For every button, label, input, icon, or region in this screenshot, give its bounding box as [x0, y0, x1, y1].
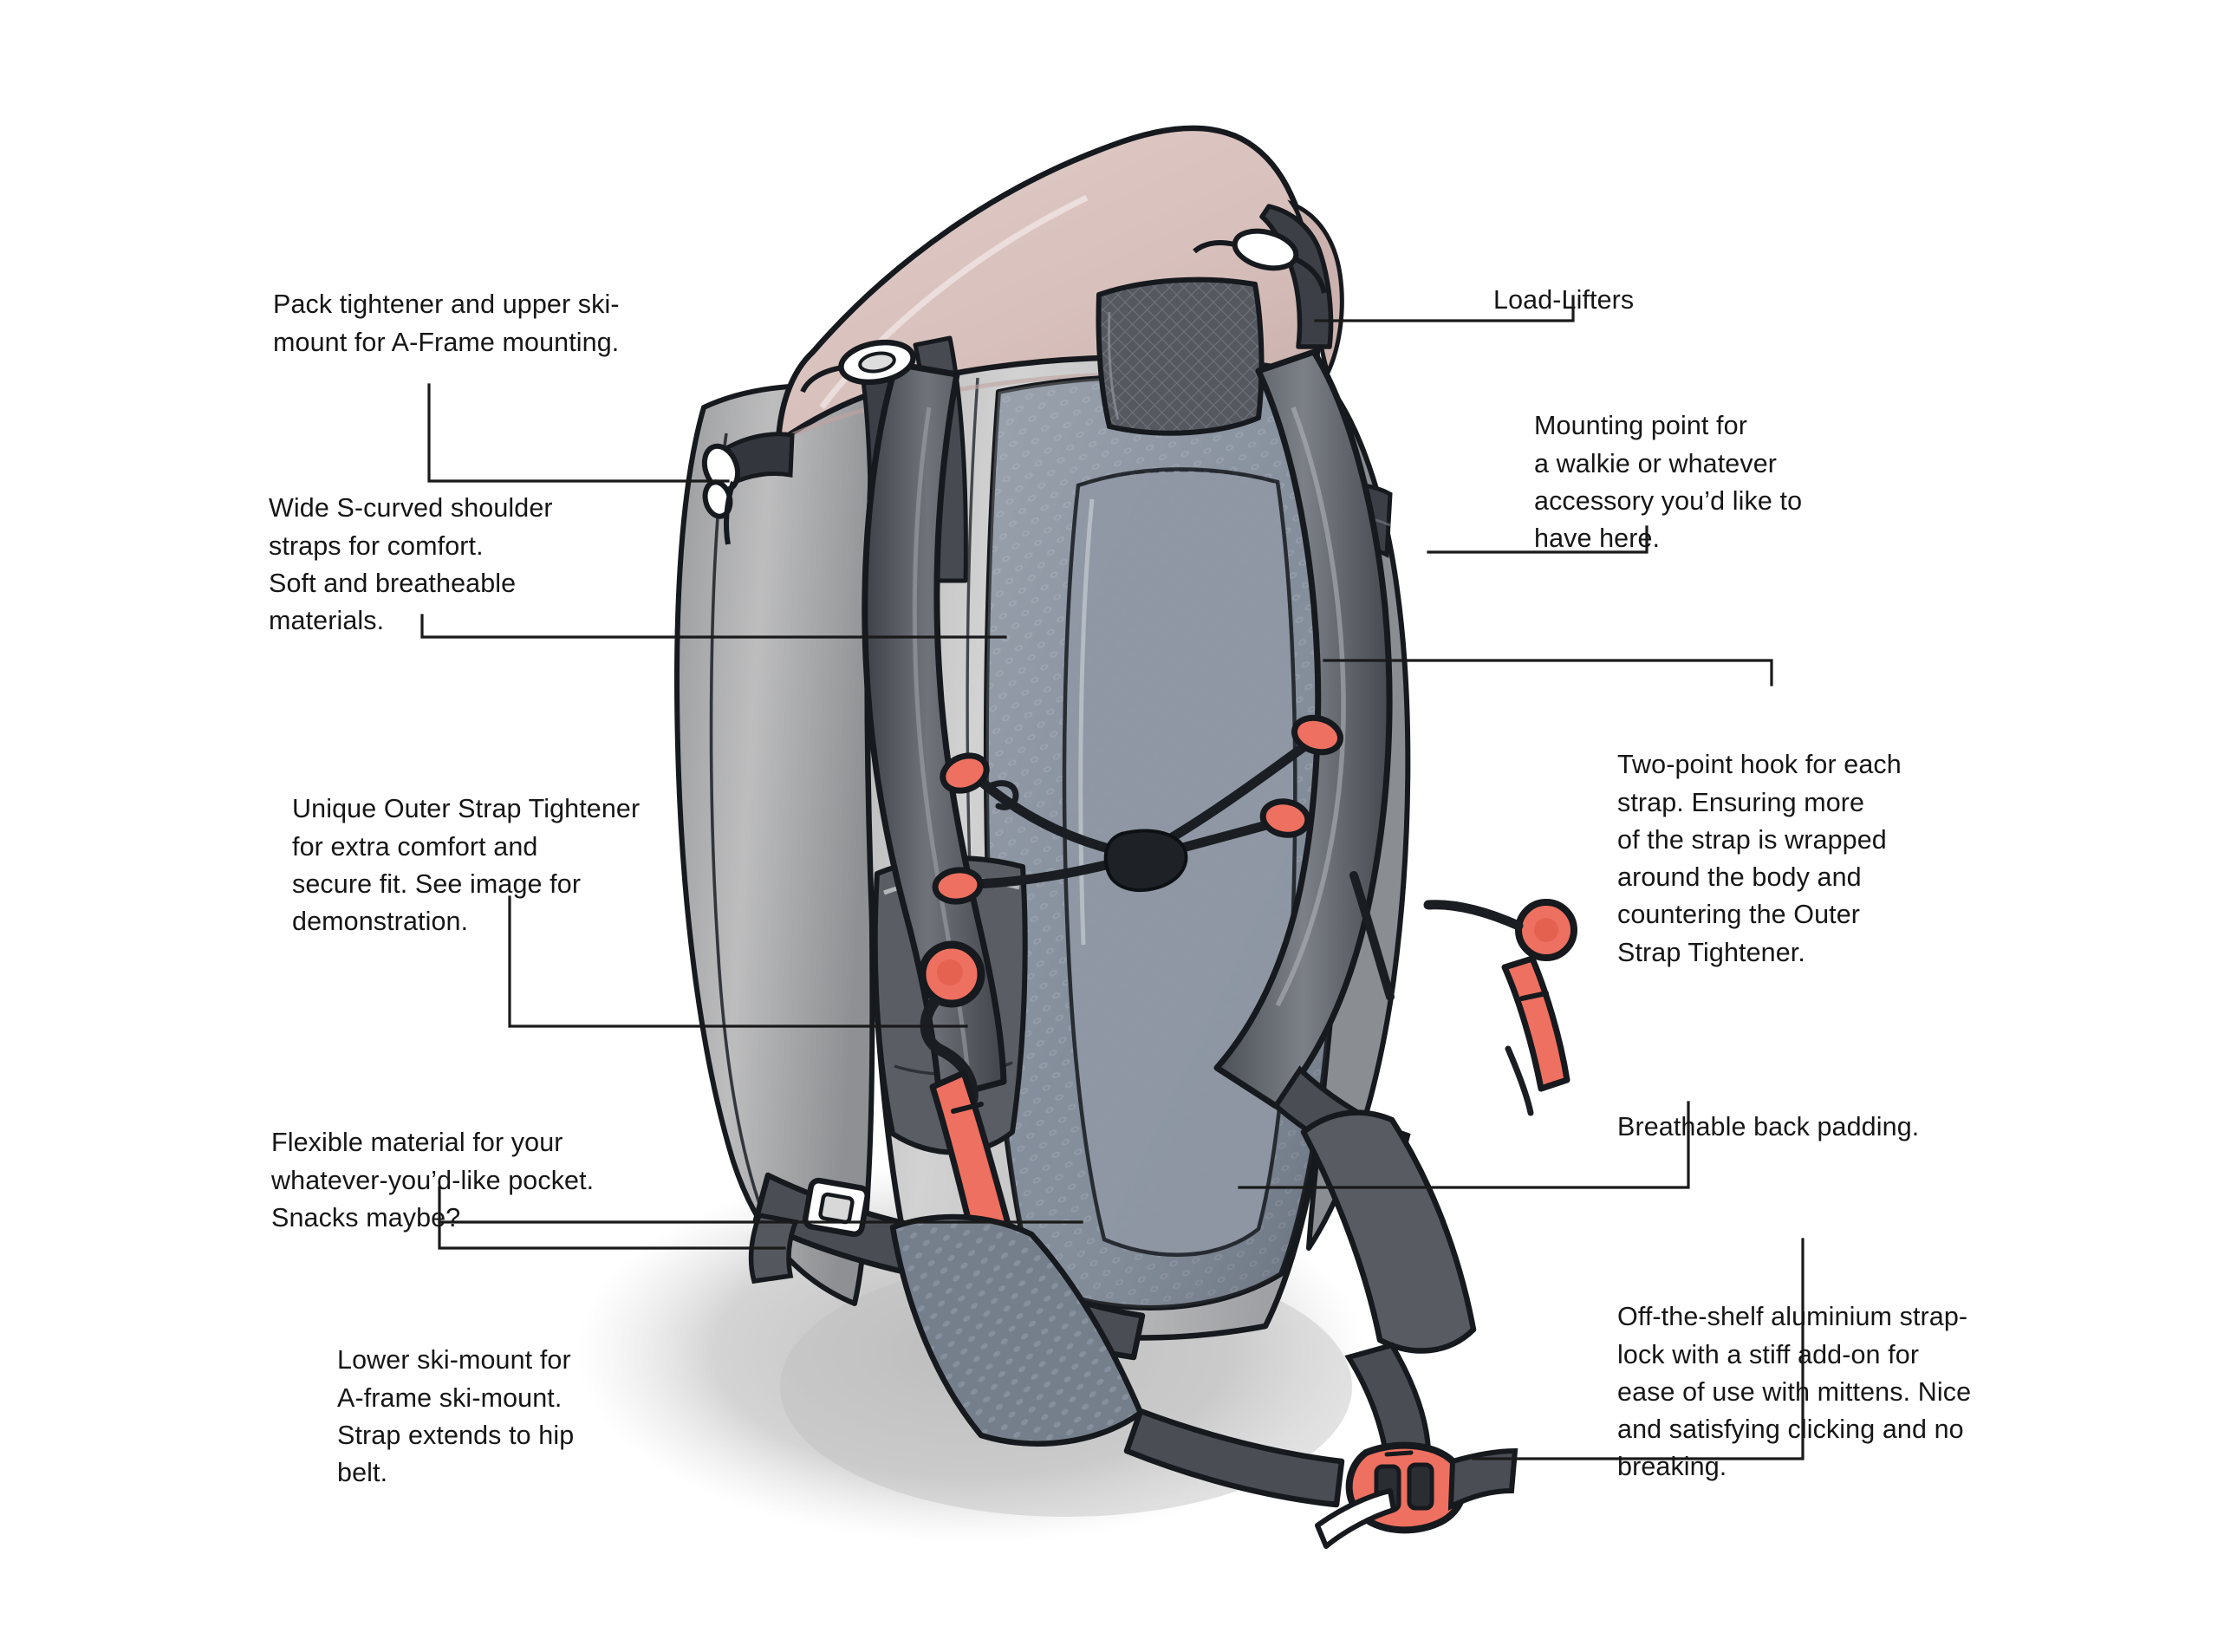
- outer-strap-tightener: [918, 940, 1018, 1262]
- hook-loop-coral: [932, 714, 1343, 905]
- hip-belt-wing-right: [1300, 1109, 1477, 1354]
- leader-lower-ski-mount: [438, 1220, 786, 1250]
- annotation-outer-strap-tightener: Unique Outer Strap Tightener for extra c…: [292, 753, 640, 979]
- pack-tightener-hardware: [701, 432, 795, 545]
- annotation-aluminium-strap-lock: Off-the-shelf aluminium strap- lock with…: [1617, 1261, 1971, 1524]
- annotation-pack-tightener: Pack tightener and upper ski- mount for …: [273, 249, 620, 399]
- leader-load-lifters: [1314, 295, 1575, 322]
- annotation-label: Unique Outer Strap Tightener for extra c…: [292, 794, 641, 937]
- annotation-label: Mounting point for a walkie or whatever …: [1534, 411, 1803, 554]
- shoulder-straps-group: [862, 348, 1577, 1262]
- annotation-load-lifters: Load-Lifters: [1493, 244, 1634, 357]
- annotation-label: Two-point hook for each strap. Ensuring …: [1617, 750, 1902, 967]
- annotation-label: Pack tightener and upper ski- mount for …: [273, 289, 620, 357]
- annotation-breathable-back-padding: Breathable back padding.: [1617, 1071, 1919, 1184]
- annotation-flexible-pocket: Flexible material for your whatever-you’…: [271, 1087, 594, 1274]
- right-strap-tightener: [1349, 871, 1577, 1116]
- annotation-label: Off-the-shelf aluminium strap- lock with…: [1617, 1302, 1972, 1482]
- top-lid-buckle-right: [1193, 228, 1327, 294]
- annotation-lower-ski-mount: Lower ski-mount for A-frame ski-mount. S…: [337, 1304, 574, 1530]
- leader-lines: [420, 295, 1805, 1460]
- leader-two-point-hook: [1323, 659, 1773, 686]
- leader-accessory: [1427, 525, 1648, 554]
- annotation-label: Wide S-curved shoulder straps for comfor…: [269, 493, 553, 636]
- side-panel: [674, 383, 878, 1306]
- sternum-strap-system: [932, 714, 1343, 905]
- upper-ski-mount-buckle: [800, 339, 916, 393]
- annotation-label: Breathable back padding.: [1617, 1112, 1920, 1142]
- leader-strap-lock: [1472, 1238, 1805, 1460]
- mesh-accessory-pocket: [1096, 276, 1265, 436]
- ski-mount-buckle-upper: [802, 1177, 871, 1238]
- leader-breathable: [1238, 1101, 1690, 1189]
- hip-belt-webbing-left: [1123, 1408, 1345, 1508]
- annotation-label: Lower ski-mount for A-frame ski-mount. S…: [337, 1345, 575, 1488]
- hip-belt-group: [889, 1109, 1518, 1549]
- leader-pack-tightener: [427, 383, 730, 483]
- annotation-label: Load-Lifters: [1493, 285, 1635, 315]
- hip-belt-buckle: [1315, 1441, 1518, 1549]
- annotation-accessory-mounting-point: Mounting point for a walkie or whatever …: [1534, 370, 1802, 595]
- leader-shoulder-straps: [420, 614, 1007, 639]
- leader-outer-strap-tightener: [508, 895, 968, 1028]
- sternum-strap-junction: [1103, 829, 1188, 893]
- annotation-two-point-hook: Two-point hook for each strap. Ensuring …: [1617, 709, 1902, 1009]
- annotation-shoulder-straps: Wide S-curved shoulder straps for comfor…: [269, 452, 553, 678]
- annotation-label: Flexible material for your whatever-you’…: [271, 1128, 595, 1232]
